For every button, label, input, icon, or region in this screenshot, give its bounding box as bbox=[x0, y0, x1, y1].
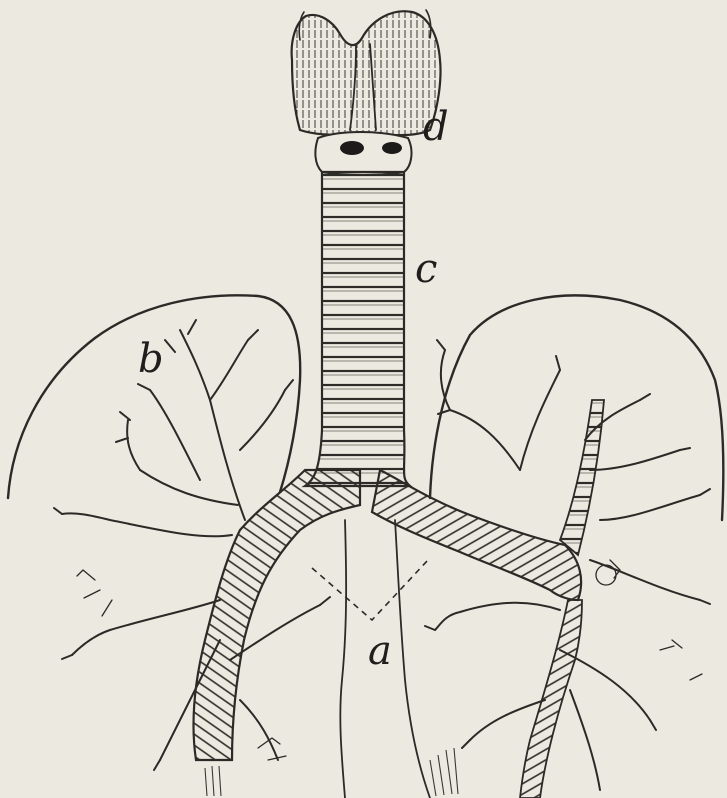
right-main-bronchus bbox=[193, 470, 360, 760]
larynx bbox=[292, 10, 441, 175]
left-main-bronchus bbox=[372, 400, 604, 798]
base-hatching bbox=[205, 748, 458, 796]
label-a: a bbox=[368, 628, 392, 674]
label-b: b bbox=[138, 336, 164, 382]
label-c: c bbox=[415, 246, 437, 292]
label-a-pointers bbox=[312, 560, 428, 620]
label-d: d bbox=[423, 104, 449, 150]
trachea bbox=[305, 172, 410, 486]
right-bronchial-tree bbox=[54, 320, 330, 770]
